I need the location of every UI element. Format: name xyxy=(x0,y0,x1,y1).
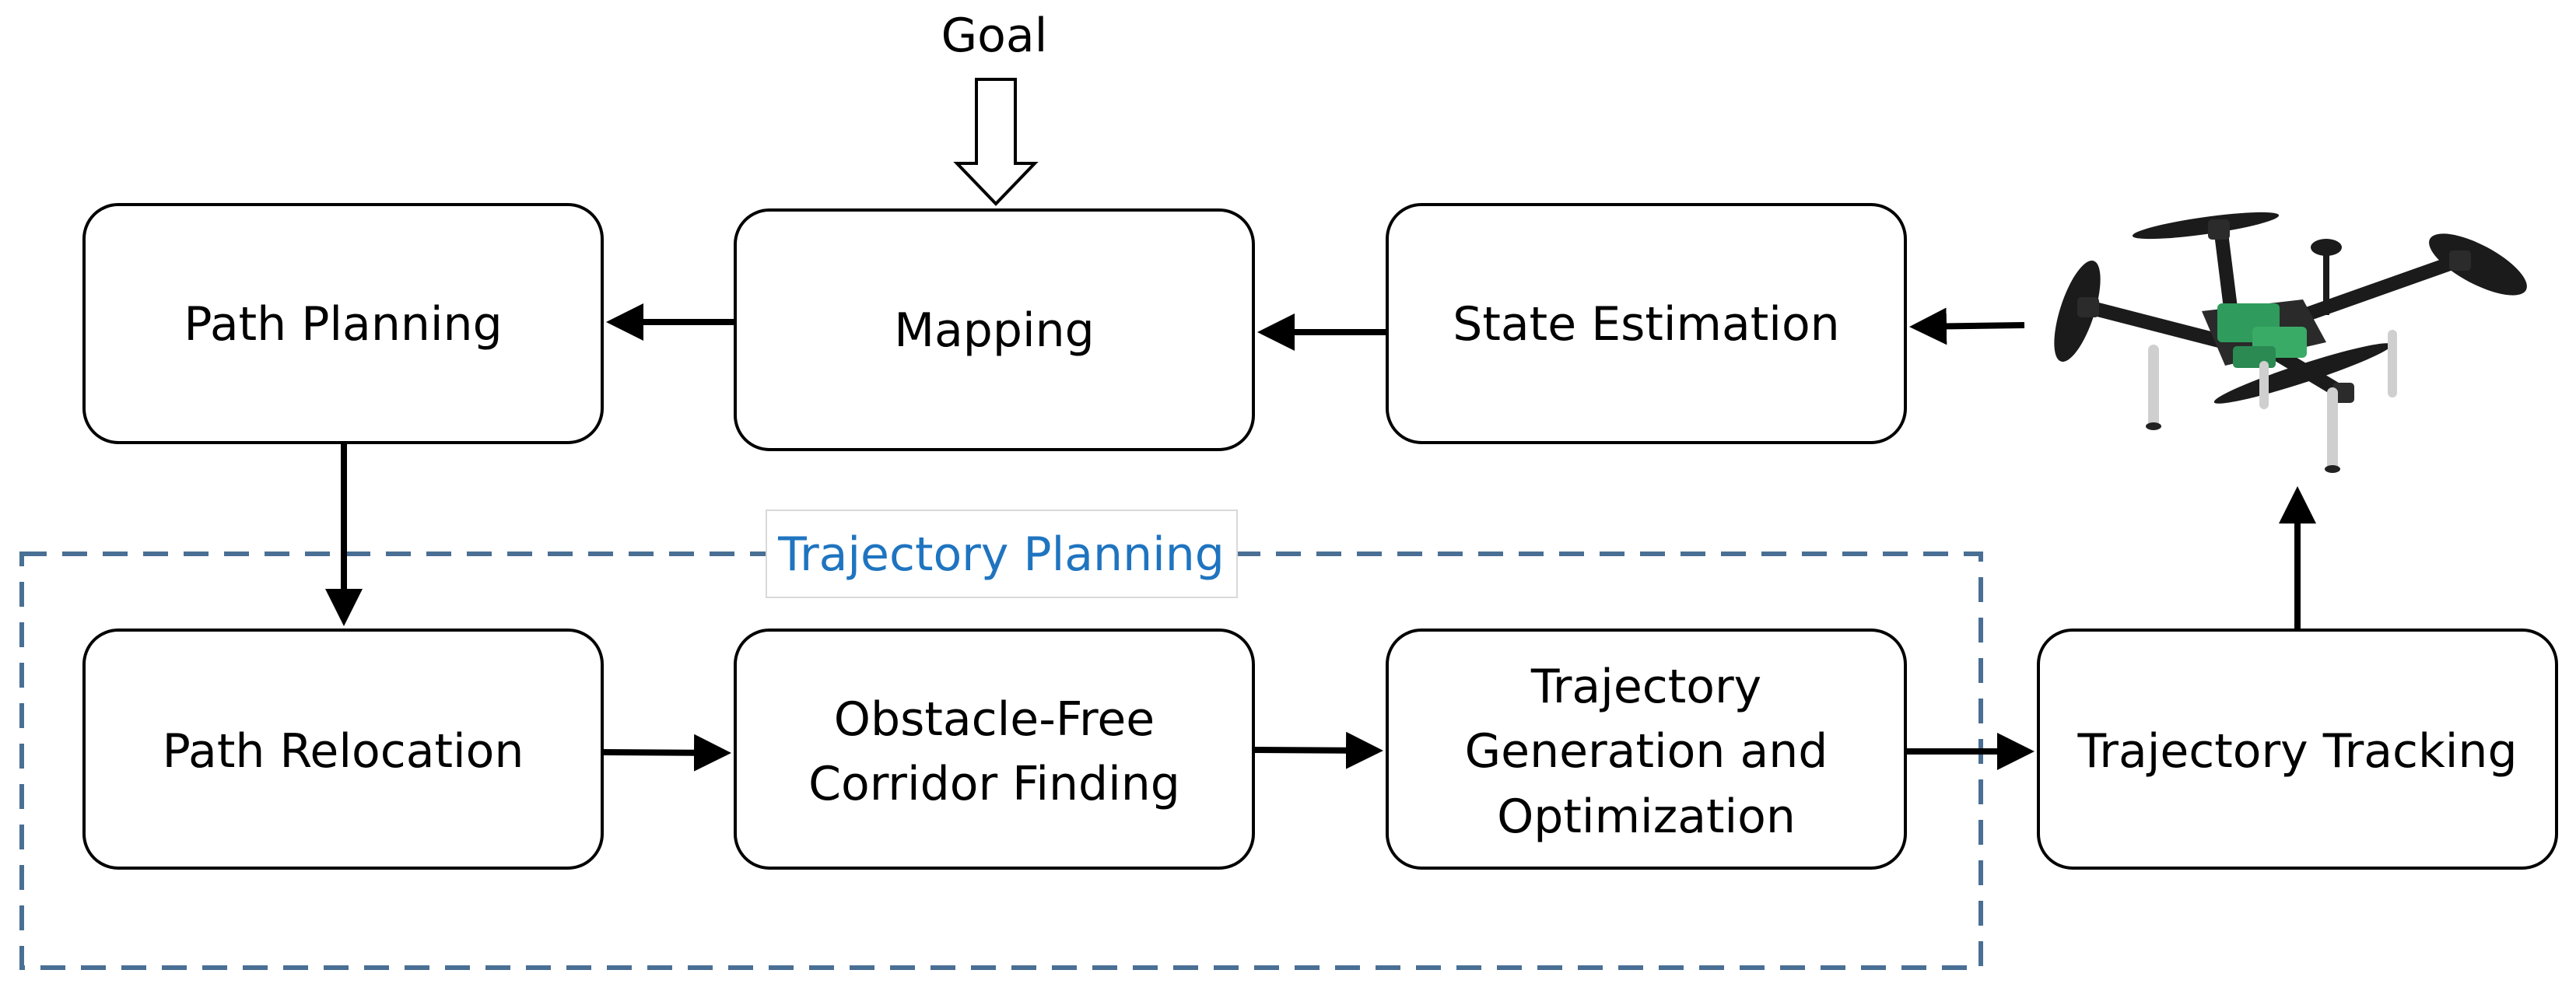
state-estimation-box: State Estimation xyxy=(1386,203,1907,444)
trajectory-tracking-box: Trajectory Tracking xyxy=(2037,629,2558,870)
goal-hollow-arrow xyxy=(953,78,1039,206)
corridor-finding-label-line1: Obstacle-Free xyxy=(834,692,1155,747)
corridor-finding-label-line2: Corridor Finding xyxy=(808,757,1180,811)
path-relocation-box: Path Relocation xyxy=(82,629,604,870)
arrow-relocation-to-corridor xyxy=(601,734,731,772)
mapping-box: Mapping xyxy=(734,208,1255,451)
arrow-corridor-to-trajectory-generation xyxy=(1253,731,1383,769)
state-estimation-label: State Estimation xyxy=(1453,297,1839,352)
quadcopter-drone-image xyxy=(2054,212,2527,473)
group-title: Trajectory Planning xyxy=(777,527,1225,582)
trajectory-generation-label-line1: Trajectory xyxy=(1530,660,1761,714)
trajectory-generation-label-line2: Generation and xyxy=(1465,724,1828,779)
path-planning-label: Path Planning xyxy=(184,297,502,352)
trajectory-tracking-label: Trajectory Tracking xyxy=(2077,724,2517,779)
path-relocation-label: Path Relocation xyxy=(163,724,524,779)
goal-label: Goal xyxy=(941,9,1048,63)
path-planning-box: Path Planning xyxy=(82,203,604,444)
mapping-label: Mapping xyxy=(894,303,1095,358)
trajectory-generation-box: Trajectory Generation and Optimization xyxy=(1386,629,1907,870)
trajectory-generation-label-line3: Optimization xyxy=(1497,790,1796,844)
arrow-drone-to-state-estimation xyxy=(1909,307,2025,345)
group-title-background xyxy=(766,510,1238,598)
corridor-finding-box: Obstacle-Free Corridor Finding xyxy=(734,629,1255,870)
